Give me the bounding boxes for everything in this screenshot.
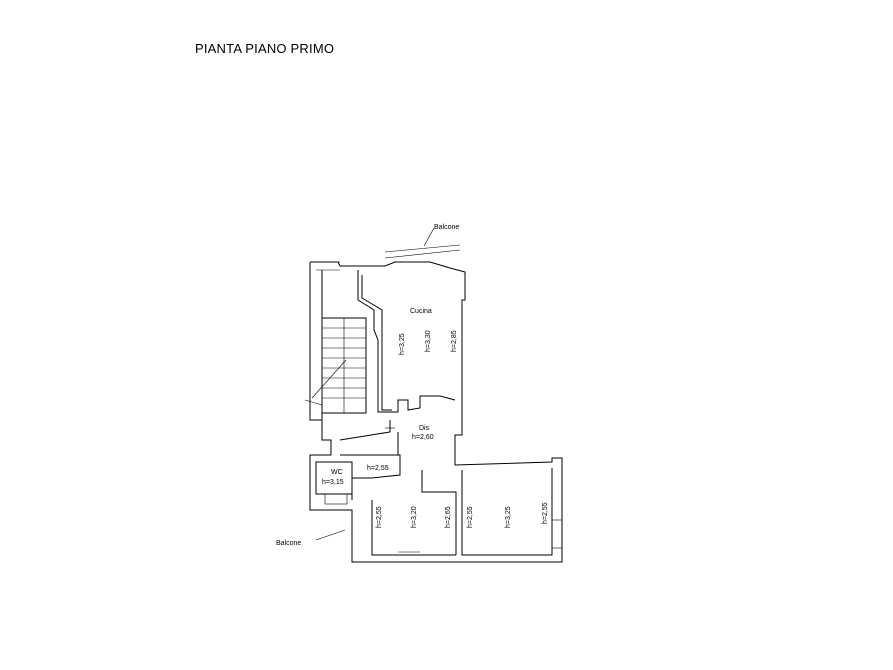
room1-height-1: h=2,55 [376, 506, 383, 528]
outer-walls [304, 261, 563, 563]
cucina-label: Cucina [410, 308, 432, 315]
room2-height-3: h=2,55 [542, 502, 549, 524]
cucina-height-1: h=3,25 [399, 333, 406, 355]
room2-height-2: h=3,25 [505, 506, 512, 528]
room2-height-1: h=2,55 [467, 506, 474, 528]
room1-height-3: h=2,65 [445, 506, 452, 528]
wc-label: WC [331, 469, 343, 476]
balcone-left-label: Balcone [276, 540, 301, 547]
wc-height: h=3,15 [322, 479, 344, 486]
corridor-height: h=2,55 [367, 465, 389, 472]
balcone-top-label: Balcone [434, 224, 459, 231]
inner-walls [315, 227, 562, 563]
wc-room [315, 461, 353, 495]
dis-label: Dis [419, 425, 430, 432]
room1-height-2: h=3,20 [411, 506, 418, 528]
cucina-height-2: h=3,30 [425, 330, 432, 352]
plan-title: PIANTA PIANO PRIMO [195, 41, 335, 56]
cucina-height-3: h=2,85 [451, 330, 458, 352]
dis-height: h=2,60 [412, 434, 434, 441]
